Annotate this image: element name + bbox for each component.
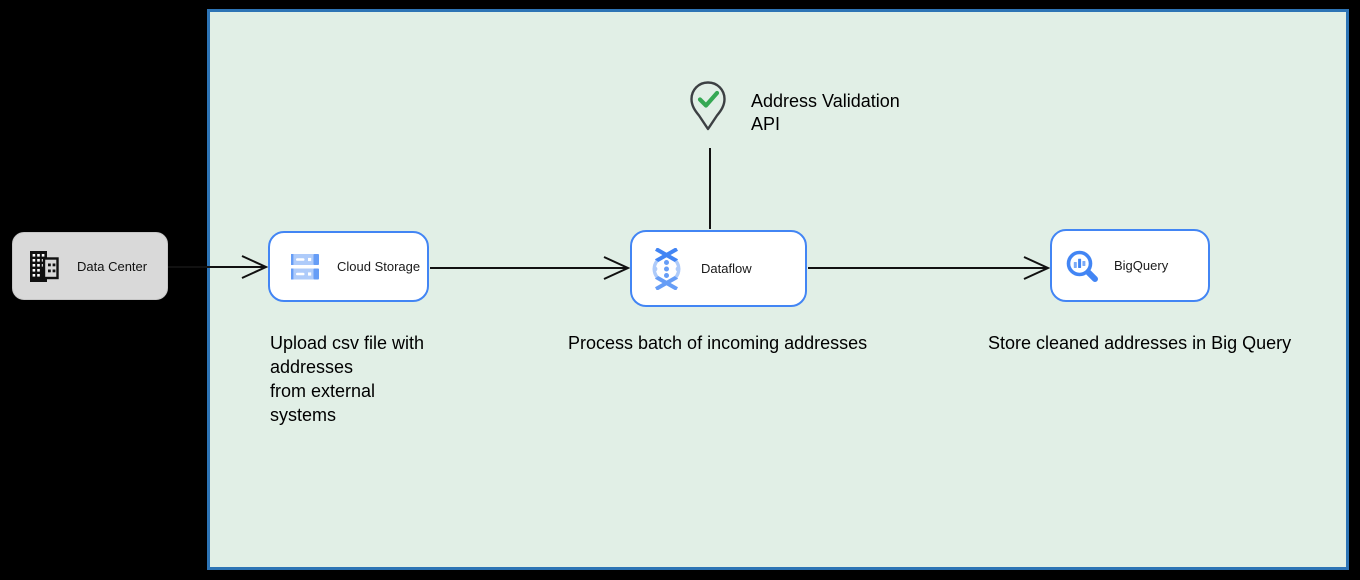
cloud-storage-icon xyxy=(291,253,319,279)
bigquery-node[interactable]: BigQuery xyxy=(1050,229,1210,302)
dataflow-note: Process batch of incoming addresses xyxy=(568,333,868,353)
cloud-storage-note: Upload csv file with addresses from exte… xyxy=(270,333,425,425)
dataflow-label: Dataflow xyxy=(701,261,752,276)
address-validation-pin-icon xyxy=(688,80,728,133)
data-center-node[interactable]: Data Center xyxy=(12,232,168,300)
dataflow-node[interactable]: Dataflow xyxy=(630,230,807,307)
bigquery-icon xyxy=(1066,250,1098,282)
bigquery-label: BigQuery xyxy=(1114,258,1169,273)
building-icon xyxy=(30,250,59,282)
bigquery-note: Store cleaned addresses in Big Query xyxy=(988,333,1292,353)
cloud-storage-node[interactable]: Cloud Storage xyxy=(268,231,429,302)
data-center-label: Data Center xyxy=(77,258,148,274)
dataflow-icon xyxy=(652,247,681,290)
api-callout-label: Address Validation API xyxy=(751,91,900,134)
cloud-storage-label: Cloud Storage xyxy=(337,259,421,274)
